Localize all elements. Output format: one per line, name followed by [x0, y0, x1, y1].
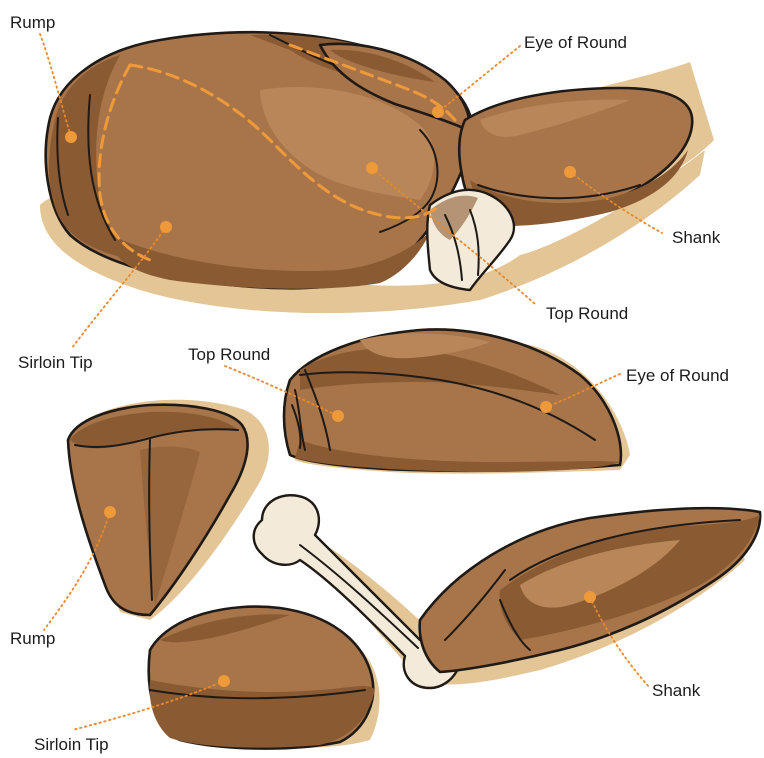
label-bottom-rump: Rump [10, 629, 55, 648]
label-bottom-shank: Shank [652, 681, 701, 700]
label-top-eye-of-round: Eye of Round [524, 33, 627, 52]
label-mid-top-round: Top Round [188, 345, 270, 364]
label-top-top-round: Top Round [546, 304, 628, 323]
label-top-sirloin-tip: Sirloin Tip [18, 353, 93, 372]
label-top-shank: Shank [672, 228, 721, 247]
label-mid-eye-of-round: Eye of Round [626, 366, 729, 385]
label-bottom-sirloin-tip: Sirloin Tip [34, 735, 109, 754]
label-top-rump: Rump [10, 13, 55, 32]
rump-cut [44, 400, 269, 630]
sirloin-tip-cut [72, 607, 380, 749]
top-round-eye-of-round-cut [225, 329, 630, 473]
